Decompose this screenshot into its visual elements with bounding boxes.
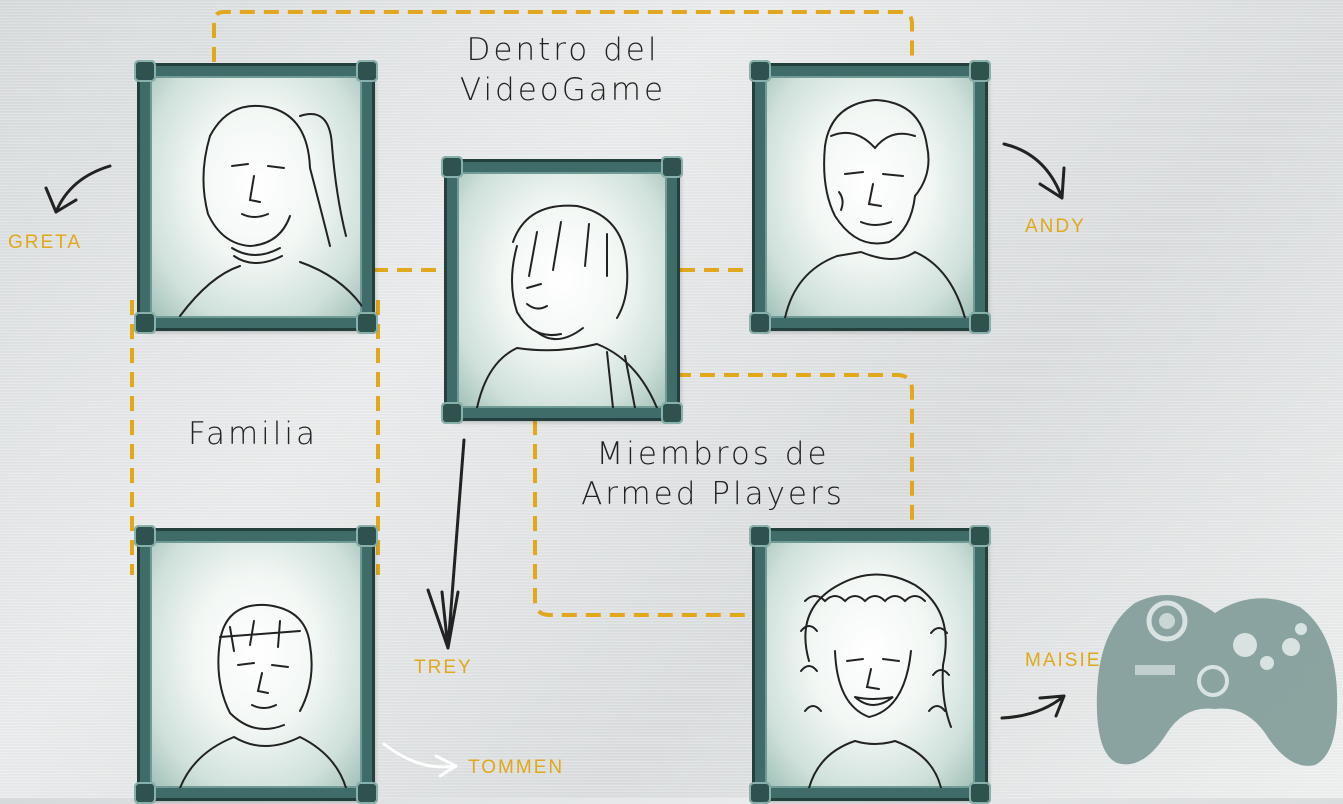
frame-corner [969, 60, 991, 82]
controller-icon [1096, 595, 1338, 766]
armed-players-connector-bottom [533, 420, 755, 617]
group-title-videogame: Dentro del VideoGame [400, 30, 726, 110]
greta-arrow [44, 164, 112, 214]
group-title-armed-players: Miembros de Armed Players [548, 434, 878, 514]
frame-corner [749, 312, 771, 334]
frame-corner [661, 402, 683, 424]
greta-portrait [179, 104, 362, 317]
group-title-videogame-line2: VideoGame [459, 72, 667, 108]
maisie-arrow [1000, 694, 1066, 720]
familia-connector [130, 300, 380, 575]
character-name-maisie: MAISIE [1025, 650, 1102, 671]
frame-corner [441, 156, 463, 178]
frame-corner [134, 312, 156, 334]
frame-corner [969, 312, 991, 334]
frame-corner [356, 312, 378, 334]
group-title-armed-players-line2: Armed Players [581, 476, 845, 512]
frame-corner [749, 525, 771, 547]
tommen-portrait [179, 603, 347, 788]
frame-corner [356, 525, 378, 547]
portrait-frame-trey [441, 156, 683, 424]
videogame-connector [212, 10, 914, 62]
maisie-portrait [800, 573, 952, 788]
armed-players-connector-top [676, 373, 914, 520]
trey-portrait [476, 204, 658, 408]
andy-portrait [784, 98, 966, 318]
trey-arrow [426, 438, 466, 650]
portrait-frame-tommen [134, 525, 378, 804]
character-name-trey: TREY [414, 657, 473, 678]
portrait-frame-maisie [749, 525, 991, 804]
frame-corner [134, 525, 156, 547]
character-name-andy: ANDY [1025, 216, 1086, 237]
portrait-frame-andy [749, 60, 991, 334]
portrait-frame-greta [134, 60, 378, 334]
group-title-videogame-line1: Dentro del [466, 32, 660, 68]
character-name-greta: GRETA [8, 232, 83, 253]
group-title-familia: Familia [187, 416, 318, 452]
tommen-arrow [382, 742, 458, 778]
frame-corner [661, 156, 683, 178]
group-title-armed-players-line1: Miembros de [596, 436, 830, 472]
frame-corner [356, 60, 378, 82]
frame-corner [969, 525, 991, 547]
frame-corner [134, 60, 156, 82]
character-name-tommen: TOMMEN [468, 757, 565, 778]
andy-arrow [1002, 142, 1066, 200]
frame-corner [441, 402, 463, 424]
frame-corner [749, 60, 771, 82]
